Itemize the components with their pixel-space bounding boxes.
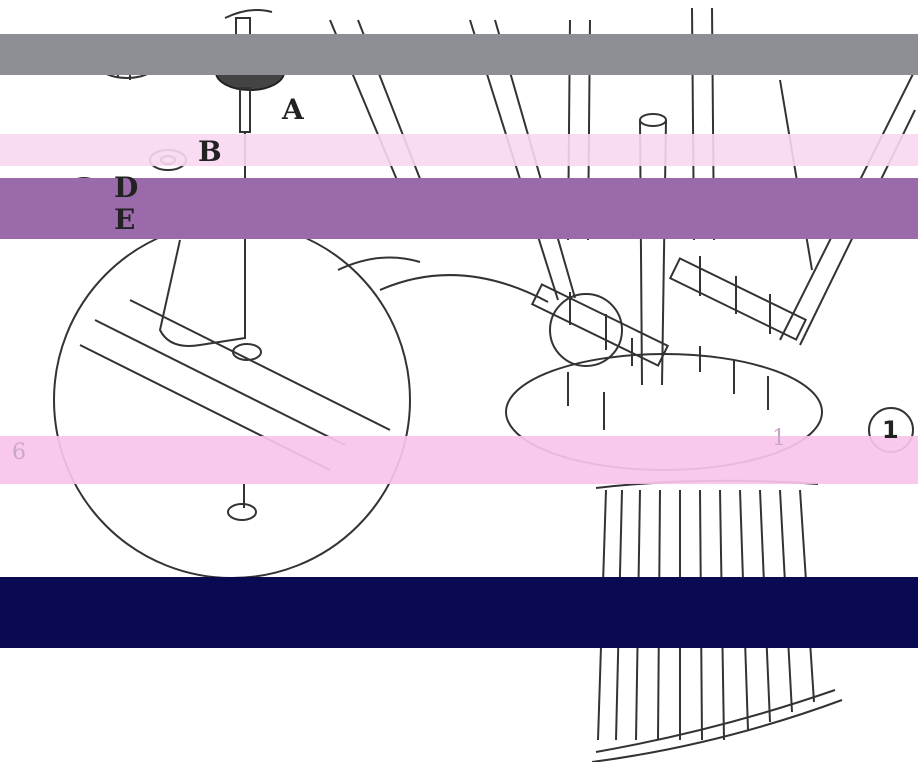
- color-band-gray: [0, 34, 918, 75]
- color-band-purple: [0, 178, 918, 239]
- faint-label-left: 6: [12, 440, 26, 465]
- part-label-e: E: [114, 203, 136, 236]
- step-number: 1: [882, 416, 899, 444]
- seat-screws: [567, 256, 771, 430]
- part-label-b: B: [198, 135, 222, 168]
- detail-magnifier: [53, 221, 549, 579]
- color-band-pink: [0, 436, 918, 484]
- part-label-a: A: [282, 93, 304, 126]
- color-band-light-pink: [0, 134, 918, 166]
- part-label-d: D: [114, 171, 139, 204]
- faint-label-right: 1: [772, 426, 786, 451]
- color-band-navy: [0, 577, 918, 648]
